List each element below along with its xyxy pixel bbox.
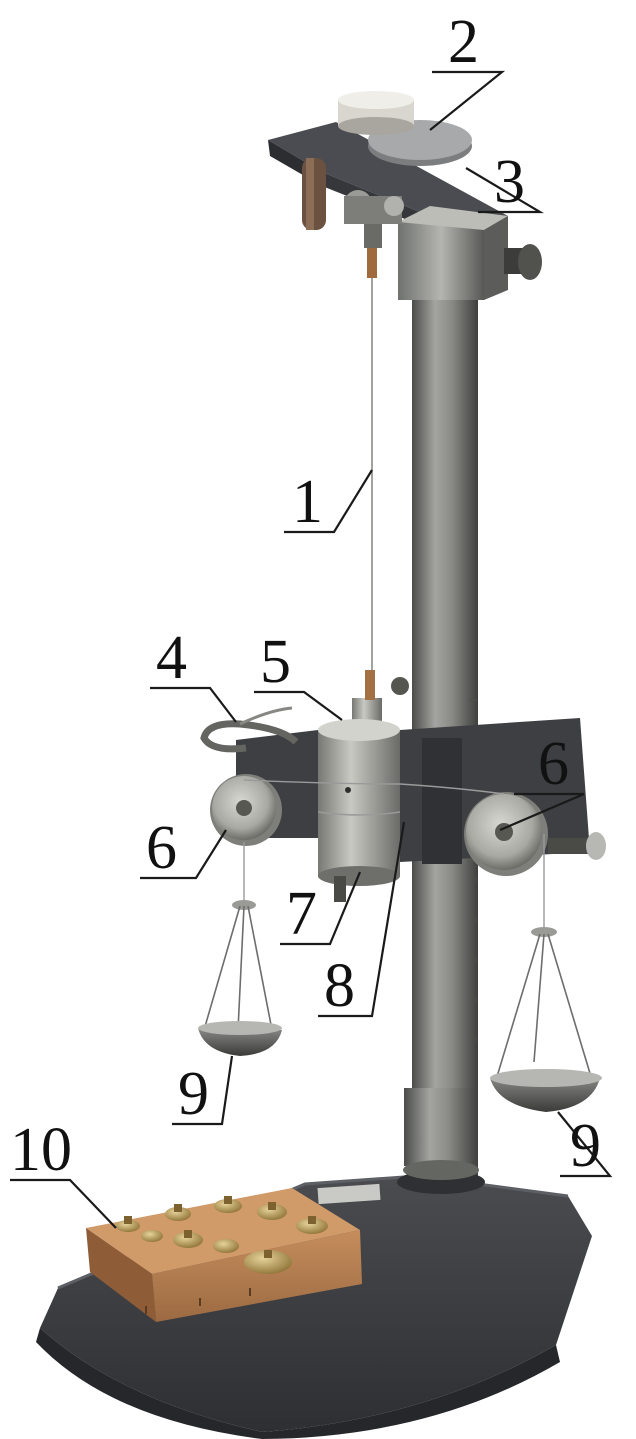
leader-lines xyxy=(10,70,613,1229)
weight-box xyxy=(86,1188,362,1322)
pulley-right xyxy=(464,792,548,876)
cord xyxy=(243,779,545,930)
pan-right xyxy=(490,927,602,1112)
pointer-wire xyxy=(200,706,299,753)
left-post xyxy=(302,158,326,230)
callout-8: 8 xyxy=(324,952,355,1020)
drum-cylinder xyxy=(318,719,400,902)
top-knob-right xyxy=(504,244,542,280)
wire-chuck xyxy=(344,190,404,278)
callout-4: 4 xyxy=(156,624,187,692)
callout-3: 3 xyxy=(494,148,525,216)
callout-10: 10 xyxy=(10,1116,72,1184)
torsion-dial xyxy=(338,91,472,166)
callout-6-left: 6 xyxy=(146,814,177,882)
callout-1: 1 xyxy=(292,468,323,536)
callout-6-right: 6 xyxy=(538,730,569,798)
pan-left xyxy=(198,900,282,1056)
callout-2: 2 xyxy=(448,8,479,76)
pulley-left xyxy=(210,774,282,846)
callout-7: 7 xyxy=(286,880,317,948)
top-clamp-block xyxy=(398,206,508,300)
side-screw xyxy=(548,832,606,860)
callout-9-left: 9 xyxy=(178,1060,209,1128)
callout-9-right: 9 xyxy=(570,1112,601,1180)
brass-weights xyxy=(116,1196,328,1274)
callout-5: 5 xyxy=(260,628,291,696)
